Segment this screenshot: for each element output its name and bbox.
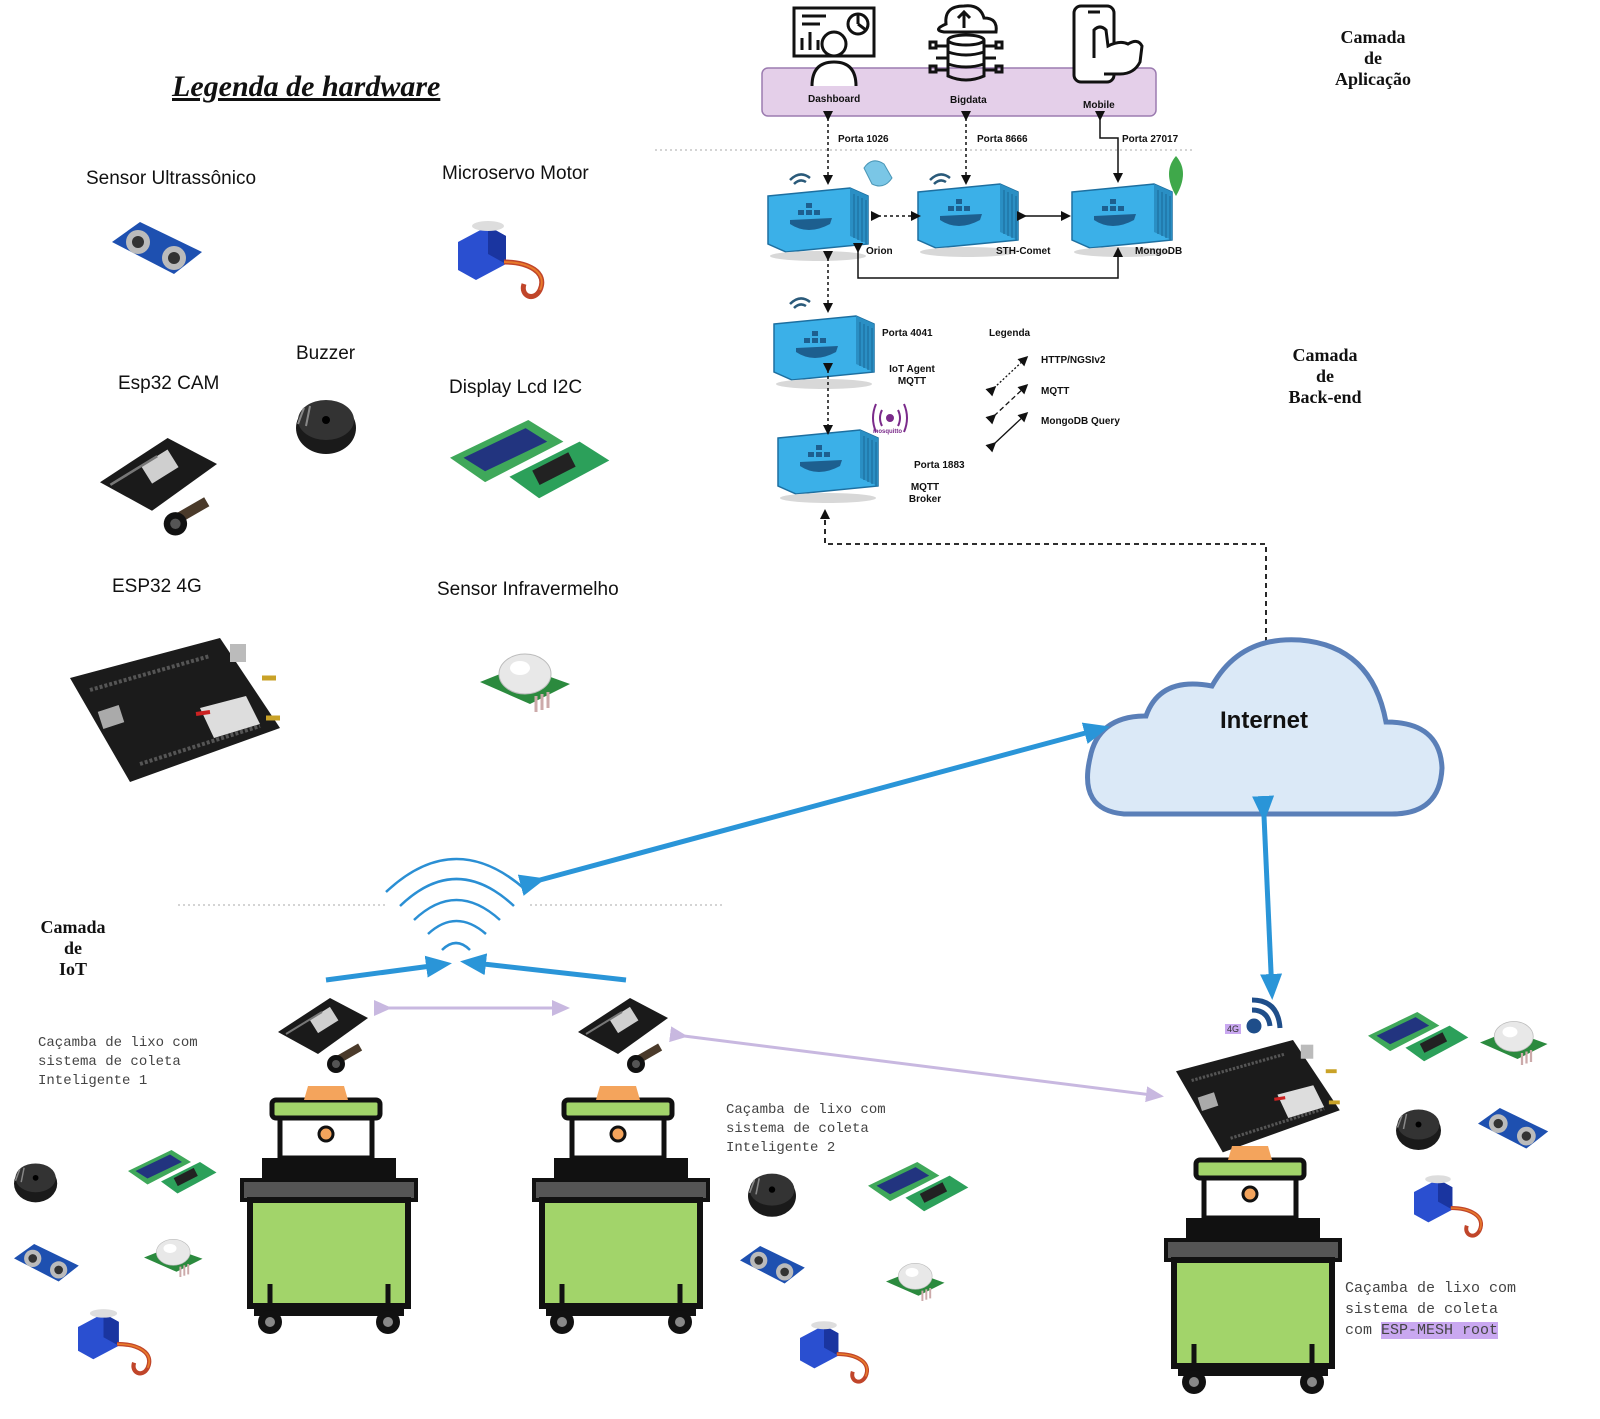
- bin2-buzzer: [747, 1172, 797, 1218]
- bin2-caption: Caçamba de lixo com sistema de coleta In…: [726, 1102, 886, 1156]
- legend-lcd-label: Display Lcd I2C: [449, 377, 583, 398]
- legend-ultrasonic-label: Sensor Ultrassônico: [86, 168, 257, 189]
- mosquitto-label: mosquitto: [873, 429, 902, 435]
- bin1-caption: Caçamba de lixo com sistema de coleta In…: [38, 1035, 198, 1089]
- bin1-esp32cam: [277, 997, 369, 1074]
- bin2-lcd: [868, 1162, 969, 1212]
- dashboard-label: Dashboard: [808, 94, 861, 105]
- legend-buzzer-label: Buzzer: [296, 343, 356, 364]
- bin3-lcd: [1368, 1012, 1469, 1062]
- dashboard-icon: [792, 6, 876, 87]
- mobile-icon: [1072, 4, 1144, 84]
- mobile-label: Mobile: [1083, 100, 1115, 111]
- orion-label: Orion: [866, 246, 893, 257]
- iot-agent-container: [773, 315, 875, 390]
- bin3-caption-line2: sistema de coleta: [1345, 1301, 1499, 1318]
- sth-comet-logo-icon: [863, 160, 893, 187]
- backend-layer-label: Camada de Back-end: [1288, 345, 1362, 407]
- mini-legend-mqtt: MQTT: [1041, 386, 1070, 397]
- wifi-icon: [385, 857, 529, 951]
- port-1026-label: Porta 1026: [838, 134, 889, 145]
- bin2-servo: [800, 1321, 867, 1381]
- smart-bin-3: [1166, 1146, 1340, 1394]
- mqtt-broker-label: MQTT Broker: [908, 482, 942, 505]
- mini-legend-mongo: MongoDB Query: [1041, 416, 1120, 427]
- internet-label: Internet: [1220, 707, 1309, 734]
- iot-layer-label: Camada de IoT: [40, 917, 106, 979]
- fiware-logo-icon: [789, 173, 951, 309]
- bin2-infrared: [885, 1262, 946, 1302]
- bin3-esp32-4g: [1174, 1038, 1342, 1155]
- legend-buzzer-image: [295, 399, 357, 455]
- bin2-ultrasonic: [740, 1246, 805, 1284]
- legend-ultrasonic-image: [112, 222, 202, 274]
- legend-esp32cam-label: Esp32 CAM: [118, 373, 220, 394]
- legend-microservo-label: Microservo Motor: [442, 163, 589, 184]
- bin1-buzzer: [13, 1162, 58, 1204]
- mqtt-broker-container: [777, 429, 879, 504]
- legend-title: Legenda de hardware: [172, 70, 441, 103]
- port-8666-label: Porta 8666: [977, 134, 1028, 145]
- sth-comet-label: STH-Comet: [996, 246, 1051, 257]
- smart-bin-2: [534, 1086, 708, 1334]
- mongodb-leaf-icon: [1169, 156, 1183, 196]
- legend-infrared-label: Sensor Infravermelho: [437, 579, 619, 600]
- mini-legend-title: Legenda: [989, 328, 1031, 339]
- bin3-infrared: [1478, 1020, 1549, 1067]
- port-4041-label: Porta 4041: [882, 328, 933, 339]
- legend-esp32-4g-image: [70, 638, 280, 782]
- bin3-caption-prefix: com: [1345, 1322, 1382, 1339]
- smart-bin-1: [242, 1086, 416, 1334]
- bin3-ultrasonic: [1478, 1108, 1549, 1149]
- bin3-servo: [1414, 1175, 1481, 1235]
- bin1-ultrasonic: [14, 1244, 79, 1282]
- 4g-signal-icon: [1246, 997, 1283, 1034]
- mini-legend-http: HTTP/NGSIv2: [1041, 355, 1106, 366]
- bin3-caption-line1: Caçamba de lixo com: [1345, 1280, 1517, 1297]
- bin3-caption: Caçamba de lixo com sistema de coleta co…: [1345, 1278, 1595, 1341]
- bin3-buzzer: [1395, 1108, 1442, 1151]
- bin1-servo: [78, 1309, 149, 1373]
- legend-microservo-image: [458, 221, 542, 297]
- port-27017-label: Porta 27017: [1122, 134, 1179, 145]
- legend-esp32cam-image: [98, 436, 219, 537]
- 4g-badge: 4G: [1225, 1024, 1242, 1034]
- iot-agent-label: IoT Agent MQTT: [889, 364, 935, 387]
- application-layer-label: Camada de Aplicação: [1335, 27, 1411, 89]
- legend-lcd-image: [450, 420, 610, 499]
- bin3-caption-line3: com ESP-MESH root: [1345, 1320, 1595, 1341]
- bigdata-icon: [928, 4, 1004, 82]
- bin1-infrared: [143, 1238, 204, 1278]
- orion-container: [767, 187, 869, 262]
- port-1883-label: Porta 1883: [914, 460, 965, 471]
- bin1-lcd: [128, 1150, 217, 1194]
- legend-infrared-image: [478, 652, 572, 714]
- bigdata-label: Bigdata: [950, 95, 987, 106]
- esp-mesh-root-highlight: ESP-MESH root: [1381, 1322, 1499, 1339]
- mosquitto-icon: [872, 403, 908, 433]
- legend-esp32-4g-label: ESP32 4G: [112, 576, 202, 597]
- mongodb-label: MongoDB: [1135, 246, 1183, 257]
- bin2-esp32cam: [577, 997, 669, 1074]
